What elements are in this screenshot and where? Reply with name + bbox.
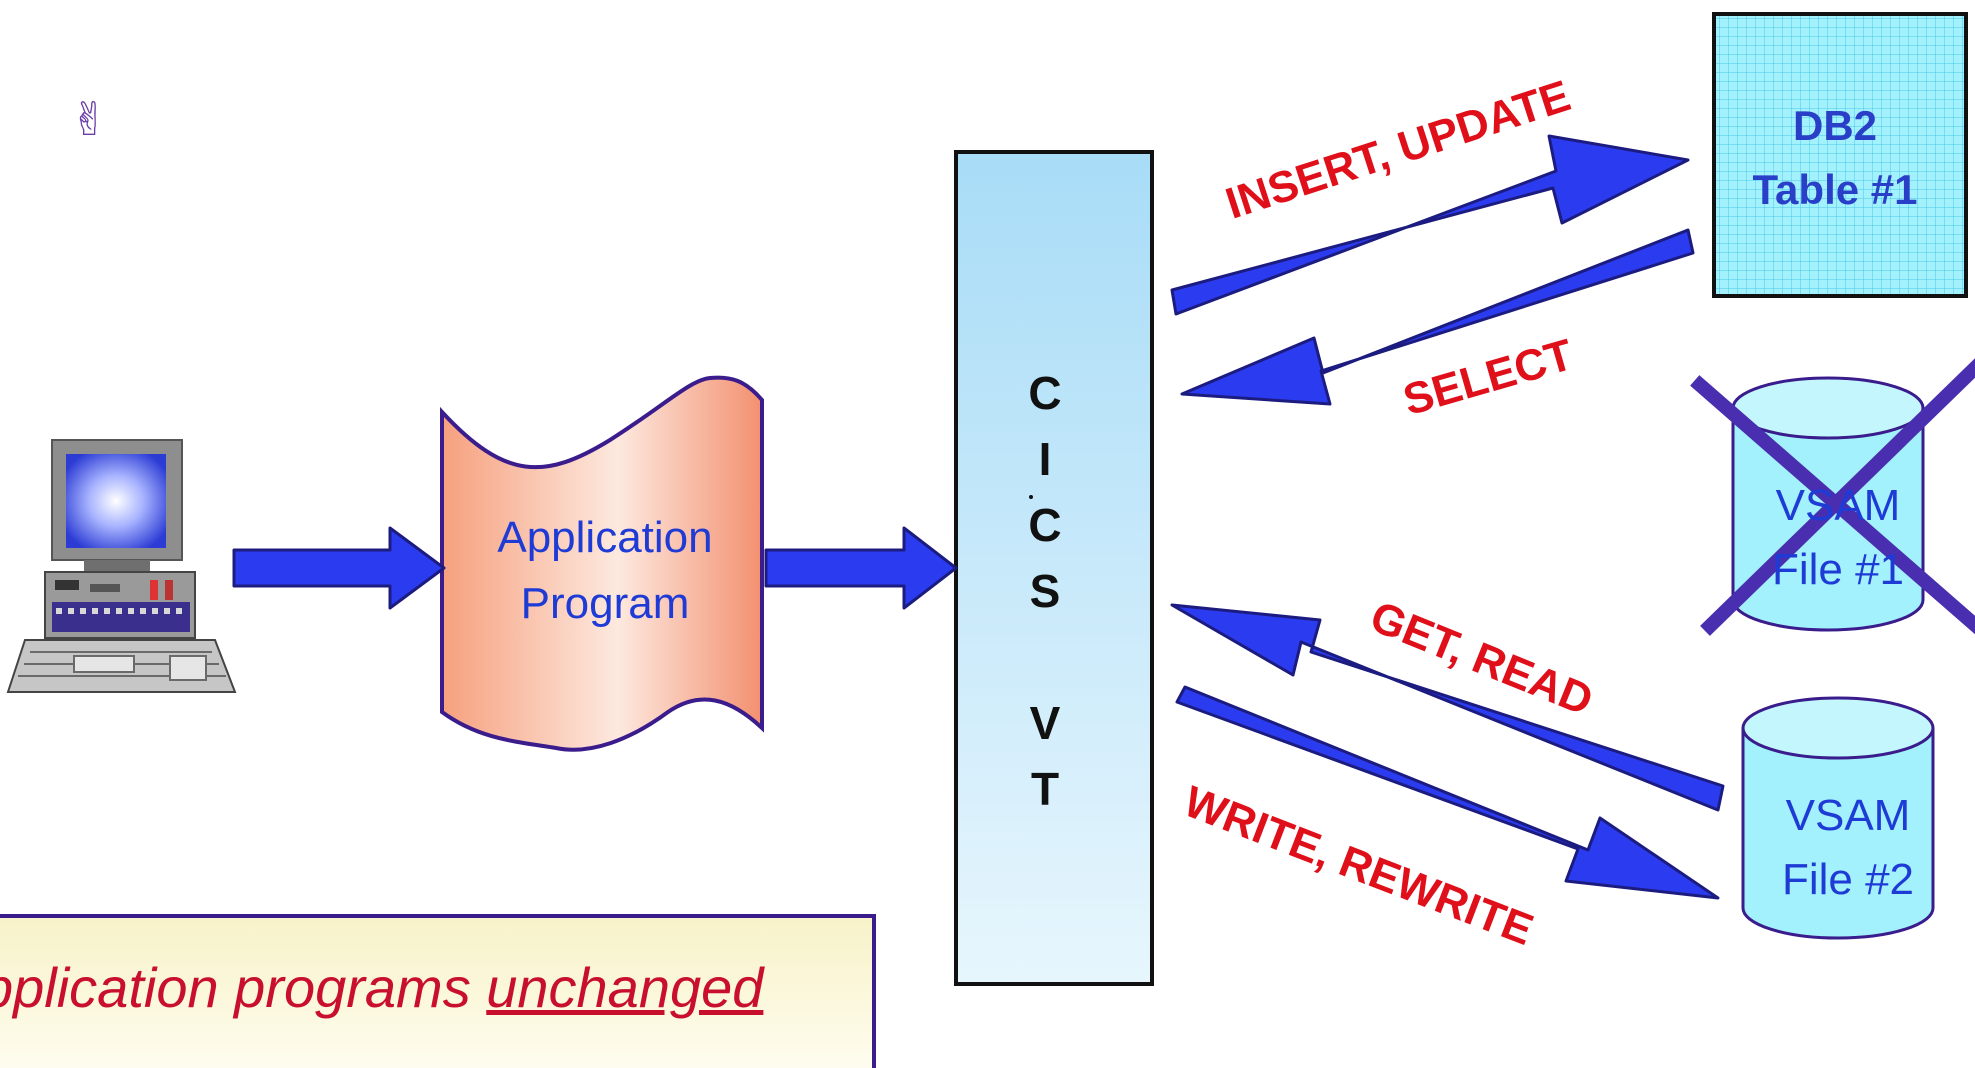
vsam-file-1-line2: File #1 (1771, 545, 1905, 594)
cics-letter: C (1028, 367, 1062, 419)
note-text: pplication programs unchanged (0, 955, 842, 1020)
cics-letter: C (1028, 499, 1062, 551)
cross-out-mark (1690, 358, 1975, 636)
computer-terminal-icon (6, 439, 237, 693)
db2-table-box (1712, 12, 1968, 298)
db2-line2: Table #1 (1752, 166, 1918, 213)
arrow-write-rewrite (1175, 685, 1720, 900)
arrow-insert-update (1170, 134, 1690, 316)
arrow-terminal-to-app (232, 526, 446, 610)
cics-letter: T (1030, 763, 1060, 815)
note-prefix: pplication programs (0, 956, 487, 1019)
db2-table-label: DB2 Table #1 (1715, 94, 1955, 222)
application-line2: Program (520, 579, 690, 628)
application-line1: Application (497, 513, 713, 562)
arrow-select (1180, 228, 1695, 406)
cics-letter: I (1038, 433, 1052, 485)
vsam-file-2-line1: VSAM (1785, 791, 1911, 840)
vsam-file-2-label: VSAM File #2 (1738, 784, 1958, 912)
application-program-label: Application Program (440, 505, 770, 637)
vsam-file-1-line1: VSAM (1775, 481, 1901, 530)
cics-letter: S (1029, 565, 1061, 617)
application-program-shape (440, 375, 764, 752)
vsam-file-1-label: VSAM File #1 (1728, 474, 1948, 602)
cics-letter: V (1029, 697, 1061, 749)
arrow-app-to-cics (764, 526, 958, 610)
db2-line1: DB2 (1792, 102, 1878, 149)
vsam-file-2-line2: File #2 (1781, 855, 1915, 904)
cics-letter (1000, 624, 1090, 690)
cics-vt-label: C I C S V T (1000, 360, 1090, 822)
note-box (0, 914, 876, 1068)
note-emphasis: unchanged (486, 956, 764, 1019)
vsam-file-2-cylinder (1741, 696, 1935, 940)
arrow-get-read (1170, 603, 1725, 812)
hand-ok-icon: ✌ (70, 92, 109, 146)
